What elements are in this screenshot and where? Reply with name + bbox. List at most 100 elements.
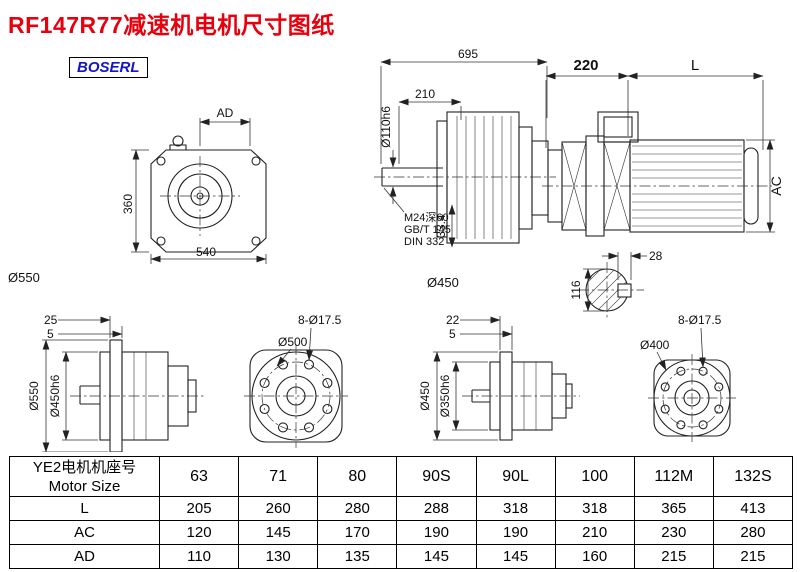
thread-standard-2: DIN 332	[404, 236, 444, 248]
brand-logo: BOSERL	[69, 57, 148, 78]
housing-step2	[531, 140, 549, 216]
table-header-row: YE2电机机座号 Motor Size 63 71 80 90S 90L 100…	[9, 456, 794, 497]
terminal-box	[597, 111, 639, 143]
bolt-hole	[322, 377, 333, 389]
dim-flange-od: Ø450	[418, 381, 432, 411]
row-label-AD: AD	[9, 544, 160, 569]
bolt-hole	[676, 420, 686, 430]
value-cell: 280	[317, 496, 398, 521]
motor-size-header-en: Motor Size	[48, 477, 121, 495]
value-cell: 318	[475, 496, 556, 521]
bottom-view-2: 8-Ø17.5 Ø500	[244, 313, 348, 448]
value-cell: 413	[712, 496, 794, 521]
dia-550-callout: Ø550	[8, 270, 40, 285]
size-col-header: 71	[238, 456, 319, 497]
front-view: AD 360 540 Ø550	[8, 106, 267, 285]
bolt-hole	[698, 420, 708, 430]
table-row-AC: AC 120 145 170 190 190 210 230 280	[9, 520, 794, 545]
dim-210: 210	[415, 87, 435, 101]
table-row-L: L 205 260 280 288 318 318 365 413	[9, 496, 794, 521]
value-cell: 210	[554, 520, 635, 545]
table-row-AD: AD 110 130 135 145 145 160 215 215	[9, 544, 794, 569]
bolt-hole	[698, 366, 708, 376]
page-title: RF147R77减速机电机尺寸图纸	[8, 12, 335, 38]
value-cell: 190	[396, 520, 477, 545]
dim-shaft-dia: Ø110h6	[379, 106, 393, 148]
pilot-circle	[275, 375, 317, 417]
lifting-lug	[169, 144, 187, 150]
dim-5: 5	[47, 327, 54, 341]
dim-500: Ø500	[278, 335, 308, 349]
dim-pilot-od: Ø450h6	[48, 374, 62, 417]
dim-pilot-od: Ø350h6	[438, 374, 452, 417]
motor-size-header-cn: YE2电机机座号	[32, 458, 137, 476]
value-cell: 135	[317, 544, 398, 569]
bolt-hole	[660, 404, 670, 414]
dim-540: 540	[196, 245, 216, 259]
terminal-box-lid	[603, 116, 633, 138]
dia-450-callout: Ø450	[427, 275, 459, 290]
value-cell: 280	[712, 520, 794, 545]
dim-360: 360	[121, 194, 135, 214]
value-cell: 110	[158, 544, 240, 569]
value-cell: 260	[238, 496, 319, 521]
gear-housing	[446, 111, 520, 244]
dim-ad: AD	[217, 106, 234, 120]
value-cell: 318	[554, 496, 635, 521]
value-cell: 215	[712, 544, 794, 569]
dim-220: 220	[573, 57, 598, 74]
dim-bolt-holes: 8-Ø17.5	[298, 313, 342, 327]
dim-695: 695	[458, 47, 478, 61]
bolt-hole	[714, 382, 724, 392]
value-cell: 190	[475, 520, 556, 545]
value-cell: 145	[475, 544, 556, 569]
bottom-view-3: Ø450 Ø350h6 22 5	[418, 313, 580, 441]
value-cell: 145	[238, 520, 319, 545]
dim-AC: AC	[768, 176, 784, 195]
bolt-hole	[660, 382, 670, 392]
dim-25: 25	[44, 313, 58, 327]
corner-bolt	[251, 236, 261, 246]
size-col-header: 90S	[396, 456, 477, 497]
dim-33-4: 33.4	[434, 214, 448, 238]
size-col-header: 100	[554, 456, 635, 497]
thread-standard-1: GB/T 145	[404, 224, 451, 236]
value-cell: 120	[158, 520, 240, 545]
bottom-view-4: 8-Ø17.5 Ø400	[640, 313, 736, 442]
bolt-hole	[303, 359, 315, 370]
dim-L: L	[691, 57, 699, 74]
gearbox-front-housing	[150, 149, 267, 253]
value-cell: 205	[158, 496, 240, 521]
value-cell: 288	[396, 496, 477, 521]
bolt-hole	[303, 422, 315, 433]
size-col-header: 80	[317, 456, 398, 497]
housing-step	[518, 126, 533, 230]
value-cell: 230	[633, 520, 714, 545]
value-cell: 170	[317, 520, 398, 545]
value-cell: 160	[554, 544, 635, 569]
size-col-header: 63	[158, 456, 240, 497]
bolt-hole	[714, 404, 724, 414]
motor-view: 220 L AC	[542, 57, 784, 320]
dim-116: 116	[569, 280, 583, 299]
corner-bolt	[156, 236, 166, 246]
bolt-hole	[676, 366, 686, 376]
row-label-AC: AC	[9, 520, 160, 545]
corner-bolt	[251, 156, 261, 166]
bolt-hole	[259, 403, 270, 415]
motor-size-table: YE2电机机座号 Motor Size 63 71 80 90S 90L 100…	[9, 456, 794, 569]
thread-note: M24深60	[404, 211, 449, 224]
dim-22: 22	[446, 313, 460, 327]
row-label-L: L	[9, 496, 160, 521]
bolt-hole	[259, 377, 270, 389]
bolt-hole	[322, 403, 333, 415]
shaft-keyway	[617, 283, 632, 298]
size-col-header: 112M	[633, 456, 714, 497]
corner-bolt	[156, 156, 166, 166]
motor-size-header-cell: YE2电机机座号 Motor Size	[9, 456, 160, 497]
value-cell: 365	[633, 496, 714, 521]
size-col-header: 90L	[475, 456, 556, 497]
dim-28: 28	[649, 249, 663, 263]
technical-drawing: AD 360 540 Ø550 695 210 Ø110h6	[8, 47, 784, 452]
value-cell: 130	[238, 544, 319, 569]
